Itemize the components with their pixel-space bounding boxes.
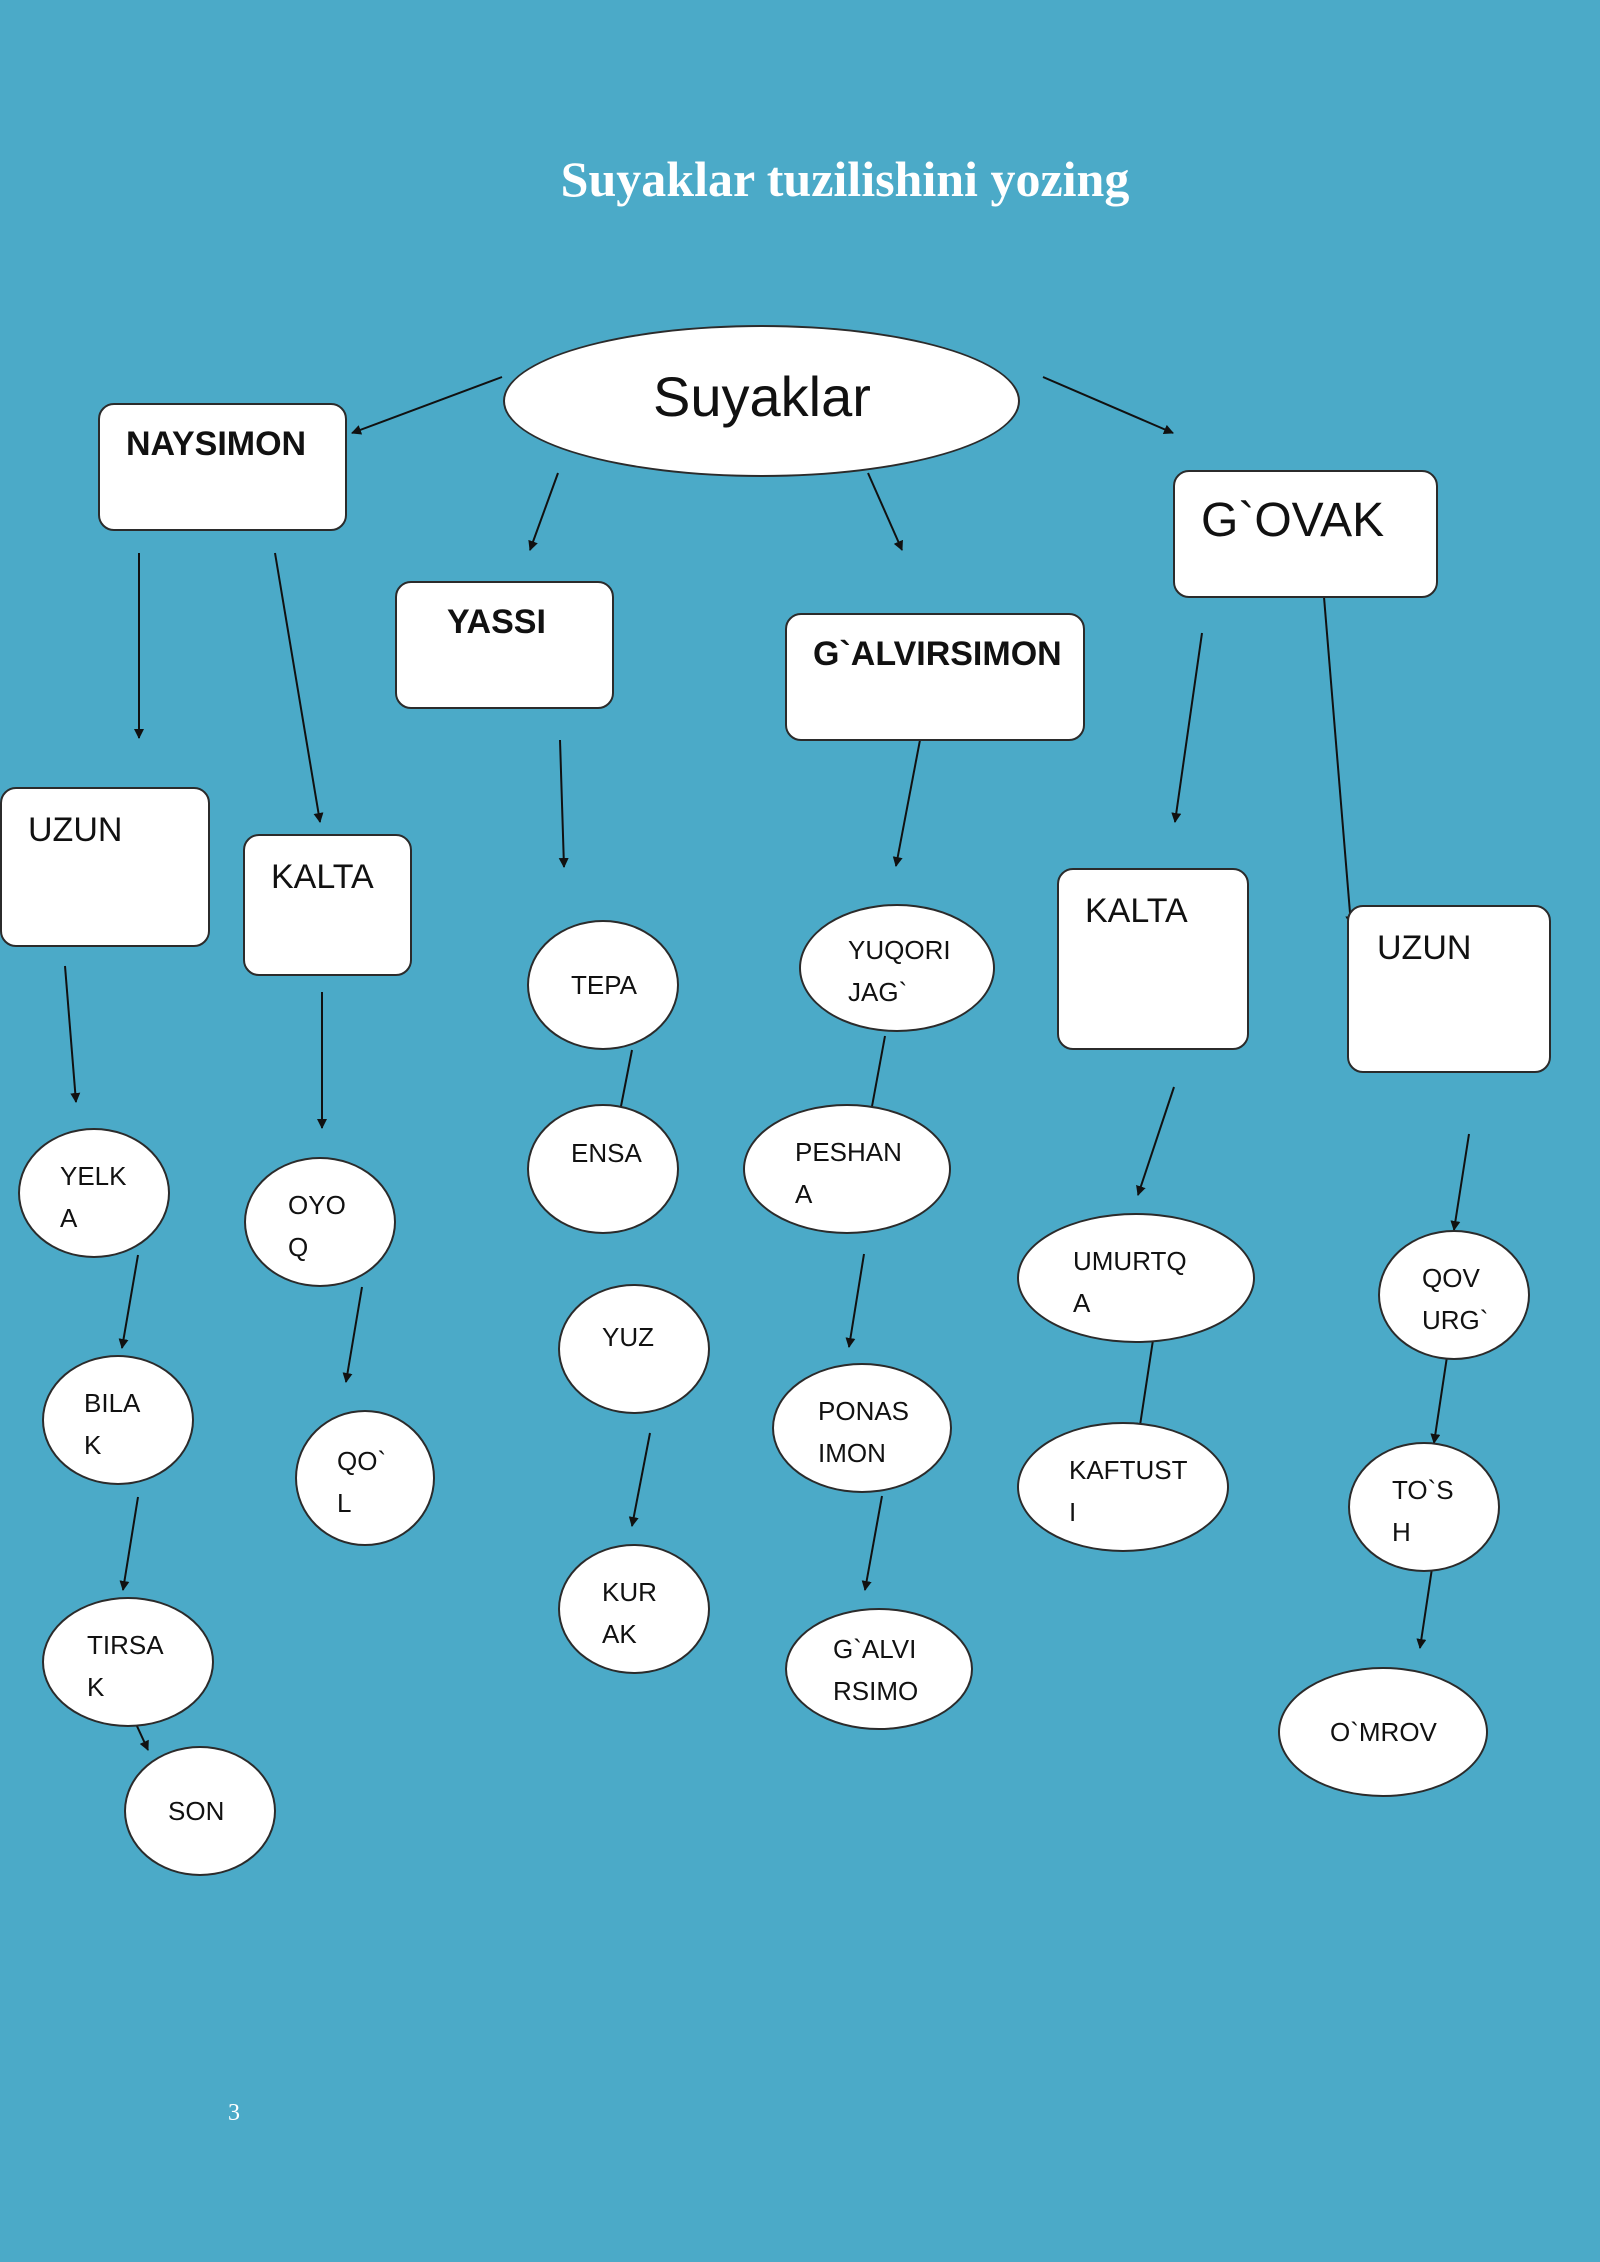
root-node: Suyaklar [503, 325, 1020, 477]
category-galvirsimon-label: G`ALVIRSIMON [813, 635, 1062, 673]
arrow-oyoq-to-qol [342, 1286, 363, 1383]
item-qovurga: QOV URG` [1378, 1230, 1530, 1360]
item-umurtqa: UMURTQ A [1017, 1213, 1255, 1343]
category-govak: G`OVAK [1173, 470, 1438, 598]
arrow-root-to-govak [1042, 376, 1174, 435]
subcategory-naysimon-uzun: UZUN [0, 787, 210, 947]
category-galvirsimon: G`ALVIRSIMON [785, 613, 1085, 741]
page-title: Suyaklar tuzilishini yozing [560, 151, 1130, 207]
item-tosh-label: TO`S H [1392, 1475, 1454, 1547]
item-yuz: YUZ [558, 1284, 710, 1414]
arrow-ponasimon-to-galvirsimon-item [861, 1495, 883, 1591]
arrow-yassi-to-tepa [558, 739, 569, 868]
item-galvirsimon: G`ALVI RSIMO [785, 1608, 973, 1730]
item-tepa-label: TEPA [571, 970, 637, 1000]
subcategory-naysimon-kalta: KALTA [243, 834, 412, 976]
item-son-label: SON [168, 1796, 225, 1826]
item-peshana-label: PESHAN A [795, 1137, 902, 1209]
subcategory-govak-kalta: KALTA [1057, 868, 1249, 1050]
category-yassi-label: YASSI [447, 603, 546, 641]
item-yuqori-jag-label: YUQORI JAG` [848, 935, 951, 1007]
subcategory-govak-kalta-label: KALTA [1085, 892, 1188, 930]
category-govak-label: G`OVAK [1201, 494, 1385, 547]
arrow-kalta-to-umurtqa [1136, 1086, 1175, 1196]
arrow-uzun-to-qovurga [1450, 1133, 1470, 1231]
arrow-root-to-yassi [528, 472, 559, 551]
item-yuz-label: YUZ [602, 1322, 654, 1352]
item-oyoq-label: OYO Q [288, 1190, 346, 1262]
item-kaftusti: KAFTUST I [1017, 1422, 1229, 1552]
item-tirsak-label: TIRSA K [87, 1630, 164, 1702]
item-oyoq: OYO Q [244, 1157, 396, 1287]
arrow-peshana-to-ponasimon [845, 1253, 865, 1348]
item-ponasimon-label: PONAS IMON [818, 1396, 910, 1468]
item-peshana: PESHAN A [743, 1104, 951, 1234]
item-yuqori-jag: YUQORI JAG` [799, 904, 995, 1032]
arrow-govak-to-kalta [1171, 632, 1203, 823]
arrow-govak-to-uzun [1323, 596, 1356, 926]
item-kaftusti-label: KAFTUST I [1069, 1455, 1188, 1527]
item-tosh: TO`S H [1348, 1442, 1500, 1572]
category-yassi: YASSI [395, 581, 614, 709]
arrow-yelka-to-bilak [118, 1254, 139, 1349]
arrow-root-to-galvirsimon [867, 472, 903, 551]
arrow-yuz-to-kurak [628, 1432, 651, 1527]
subcategory-govak-uzun: UZUN [1347, 905, 1551, 1073]
item-omrov: O`MROV [1278, 1667, 1488, 1797]
item-ponasimon: PONAS IMON [772, 1363, 952, 1493]
item-kurak-label: KUR AK [602, 1577, 657, 1649]
item-galvirsimon-label: G`ALVI RSIMO [833, 1634, 919, 1706]
item-bilak: BILA K [42, 1355, 194, 1485]
item-ensa: ENSA [527, 1104, 679, 1234]
item-bilak-label: BILA K [84, 1388, 141, 1460]
arrow-umurtqa-to-kaftusti [1135, 1339, 1154, 1433]
arrow-galvirsimon-to-yuqori-jag [892, 739, 921, 867]
arrow-root-to-naysimon [351, 376, 503, 435]
item-tepa: TEPA [527, 920, 679, 1050]
arrow-qovurga-to-tosh [1430, 1349, 1449, 1444]
root-label: Suyaklar [653, 365, 871, 428]
item-qol-label: QO` L [337, 1446, 387, 1518]
page-number: 3 [228, 2100, 240, 2126]
item-omrov-label: O`MROV [1330, 1717, 1437, 1747]
subcategory-naysimon-uzun-label: UZUN [28, 811, 123, 849]
subcategory-govak-uzun-label: UZUN [1377, 929, 1472, 967]
category-naysimon-label: NAYSIMON [126, 425, 307, 463]
item-kurak: KUR AK [558, 1544, 710, 1674]
arrow-uzun-to-yelka [64, 965, 81, 1103]
item-umurtqa-label: UMURTQ A [1073, 1246, 1187, 1318]
category-naysimon: NAYSIMON [98, 403, 347, 531]
arrow-naysimon-to-kalta [274, 552, 324, 823]
item-yelka: YELK A [18, 1128, 170, 1258]
item-son: SON [124, 1746, 276, 1876]
subcategory-naysimon-kalta-label: KALTA [271, 858, 374, 896]
item-yelka-label: YELK A [60, 1161, 127, 1233]
item-qovurga-label: QOV URG` [1422, 1263, 1489, 1335]
item-qol: QO` L [295, 1410, 435, 1546]
arrow-bilak-to-tirsak [119, 1496, 139, 1591]
item-ensa-label: ENSA [571, 1138, 642, 1168]
item-tirsak: TIRSA K [42, 1597, 214, 1727]
